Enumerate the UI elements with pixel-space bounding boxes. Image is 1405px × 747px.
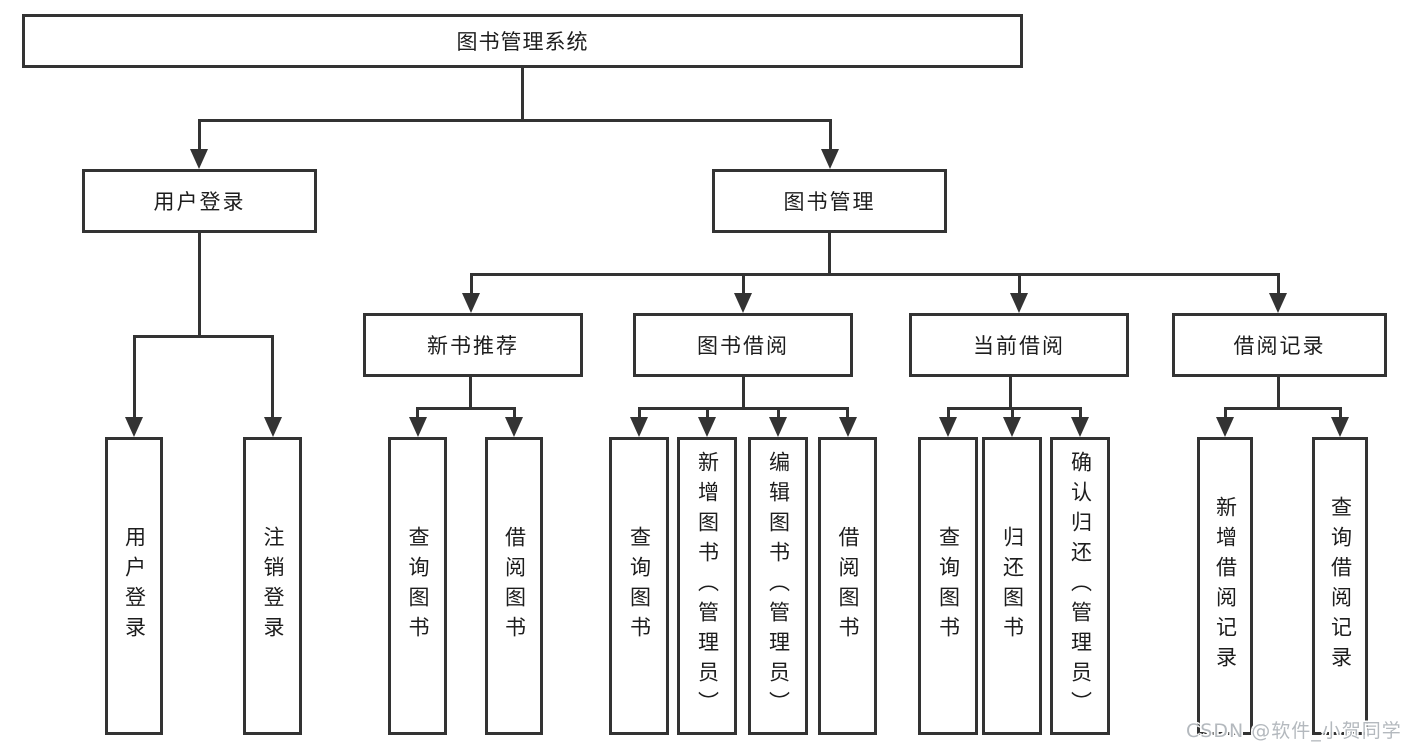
node-label: 借阅图书 xyxy=(836,526,860,646)
connector-line xyxy=(197,119,201,152)
node-new-book-recommend: 新书推荐 xyxy=(363,313,583,377)
connector-line xyxy=(198,233,201,335)
connector-line xyxy=(469,273,1280,276)
connector-line xyxy=(741,273,745,297)
arrow-down-icon xyxy=(769,417,787,437)
arrow-down-icon xyxy=(408,417,427,437)
arrow-down-icon xyxy=(1331,417,1349,437)
node-label: 用户登录 xyxy=(122,526,147,646)
leaf-query-books-recommend: 查询图书 xyxy=(388,437,447,735)
connector-line xyxy=(637,407,849,410)
node-label: 借阅图书 xyxy=(502,526,527,646)
node-label: 当前借阅 xyxy=(973,334,1065,358)
node-label: 图书借阅 xyxy=(697,334,789,358)
connector-line xyxy=(1008,377,1012,409)
connector-line xyxy=(1017,273,1021,297)
node-label: 新增借阅记录 xyxy=(1213,496,1238,676)
node-library-management-system: 图书管理系统 xyxy=(22,14,1023,68)
leaf-query-books-current: 查询图书 xyxy=(918,437,978,735)
connector-line xyxy=(946,407,1082,410)
connector-line xyxy=(776,407,780,421)
leaf-borrow-books-recommend: 借阅图书 xyxy=(485,437,543,735)
node-label: 用户登录 xyxy=(153,190,246,214)
node-book-borrowing: 图书借阅 xyxy=(633,313,853,377)
node-label: 查询图书 xyxy=(406,526,430,646)
connector-line xyxy=(416,407,419,421)
connector-line xyxy=(1223,407,1342,410)
arrow-down-icon xyxy=(630,417,648,437)
node-label: 图书管理 xyxy=(783,190,876,214)
connector-line xyxy=(1010,407,1014,421)
node-label: 查询图书 xyxy=(936,526,961,646)
connector-line xyxy=(637,407,641,421)
connector-line xyxy=(1223,407,1227,421)
arrow-down-icon xyxy=(263,417,282,437)
connector-line xyxy=(512,407,516,421)
connector-line xyxy=(1338,407,1342,421)
arrow-down-icon xyxy=(1003,417,1021,437)
connector-line xyxy=(1078,407,1082,421)
arrow-down-icon xyxy=(462,293,480,313)
leaf-query-borrow-record: 查询借阅记录 xyxy=(1312,437,1368,735)
connector-line xyxy=(741,377,745,409)
connector-line xyxy=(271,335,274,419)
node-borrow-records: 借阅记录 xyxy=(1172,313,1387,377)
leaf-borrow-books: 借阅图书 xyxy=(818,437,877,735)
connector-line xyxy=(828,119,832,152)
arrow-down-icon xyxy=(1071,417,1089,437)
connector-line xyxy=(197,119,832,122)
connector-line xyxy=(520,68,524,119)
connector-line xyxy=(705,407,709,421)
node-book-management: 图书管理 xyxy=(712,169,947,233)
connector-line xyxy=(846,407,849,421)
node-label: 借阅记录 xyxy=(1233,334,1326,358)
leaf-confirm-return-admin: 确认归还（管理员） xyxy=(1050,437,1110,735)
node-label: 注销登录 xyxy=(261,526,285,646)
csdn-watermark: CSDN @软件_小贺同学 xyxy=(1186,720,1402,742)
connector-line xyxy=(828,233,831,273)
connector-line xyxy=(1276,273,1280,297)
leaf-edit-book-admin: 编辑图书（管理员） xyxy=(748,437,808,735)
leaf-add-borrow-record: 新增借阅记录 xyxy=(1197,437,1253,735)
node-label: 新增图书（管理员） xyxy=(695,451,720,721)
arrow-down-icon xyxy=(698,417,716,437)
connector-line xyxy=(468,377,472,409)
connector-line xyxy=(416,407,516,410)
arrow-down-icon xyxy=(734,293,752,313)
node-user-login: 用户登录 xyxy=(82,169,317,233)
connector-line xyxy=(132,335,274,338)
leaf-add-book-admin: 新增图书（管理员） xyxy=(677,437,737,735)
leaf-return-book: 归还图书 xyxy=(982,437,1042,735)
arrow-down-icon xyxy=(1216,417,1234,437)
node-current-borrowing: 当前借阅 xyxy=(909,313,1129,377)
leaf-user-login: 用户登录 xyxy=(105,437,163,735)
node-label: 编辑图书（管理员） xyxy=(766,451,791,721)
connector-line xyxy=(1276,377,1280,409)
arrow-down-icon xyxy=(939,417,957,437)
arrow-down-icon xyxy=(190,149,208,169)
leaf-logout: 注销登录 xyxy=(243,437,302,735)
node-label: 查询借阅记录 xyxy=(1328,496,1353,676)
node-label: 查询图书 xyxy=(627,526,652,646)
arrow-down-icon xyxy=(505,417,523,437)
arrow-down-icon xyxy=(838,417,857,437)
node-label: 确认归还（管理员） xyxy=(1068,451,1093,721)
connector-line xyxy=(132,335,136,419)
connector-line xyxy=(469,273,473,297)
arrow-down-icon xyxy=(1269,293,1287,313)
connector-line xyxy=(946,407,950,421)
node-label: 新书推荐 xyxy=(427,334,519,358)
arrow-down-icon xyxy=(125,417,143,437)
arrow-down-icon xyxy=(1010,293,1028,313)
node-label: 归还图书 xyxy=(1000,526,1025,646)
arrow-down-icon xyxy=(821,149,839,169)
leaf-query-books-borrowing: 查询图书 xyxy=(609,437,669,735)
node-label: 图书管理系统 xyxy=(456,30,589,54)
